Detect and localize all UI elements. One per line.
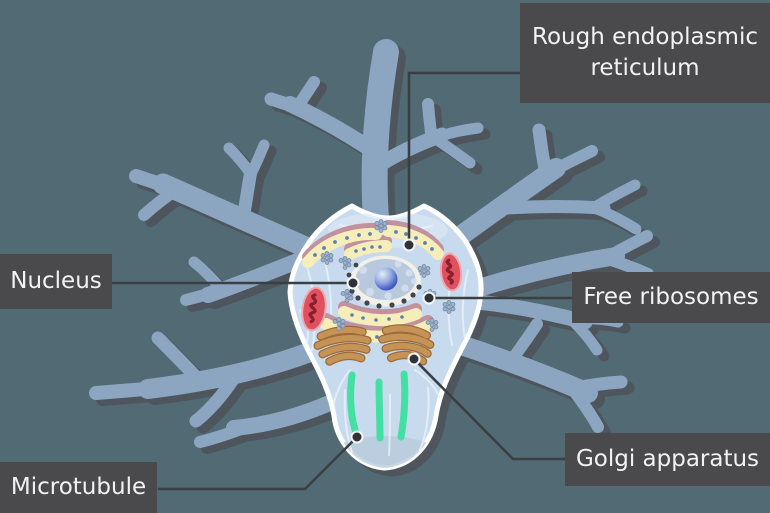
- label-rough-endoplasmic-reticulum: Rough endoplasmic reticulum: [520, 3, 770, 103]
- nuclear-pores: [346, 262, 422, 309]
- pointer-dot-rough-er: [402, 238, 416, 252]
- label-microtubule: Microtubule: [0, 462, 157, 513]
- label-golgi-apparatus-text: Golgi apparatus: [575, 445, 760, 472]
- mitochondrion-left: [301, 286, 327, 332]
- leader-golgi: [413, 358, 566, 461]
- free-ribosomes: [320, 219, 456, 332]
- cytoplasm: [299, 212, 469, 468]
- pointer-dot-golgi: [407, 352, 421, 366]
- leader-rough-er: [407, 71, 521, 245]
- label-nucleus-text: Nucleus: [10, 267, 102, 294]
- golgi-apparatus: [313, 324, 435, 366]
- label-microtubule-text: Microtubule: [10, 473, 147, 500]
- label-rough-endoplasmic-reticulum-text: Rough endoplasmic reticulum: [532, 23, 758, 81]
- pointer-dot-microtubule: [350, 430, 364, 444]
- label-free-ribosomes-text: Free ribosomes: [583, 283, 759, 310]
- leader-lines: [112, 71, 573, 491]
- leader-microtubule: [158, 436, 358, 491]
- nucleus: [346, 255, 422, 309]
- label-nucleus: Nucleus: [0, 254, 112, 309]
- label-free-ribosomes: Free ribosomes: [572, 272, 770, 323]
- pointer-dot-free-ribosomes: [422, 291, 436, 305]
- nucleolus: [373, 266, 399, 292]
- label-golgi-apparatus: Golgi apparatus: [565, 433, 770, 486]
- pointer-dot-nucleus: [346, 276, 360, 290]
- mitochondrion-right: [439, 252, 463, 292]
